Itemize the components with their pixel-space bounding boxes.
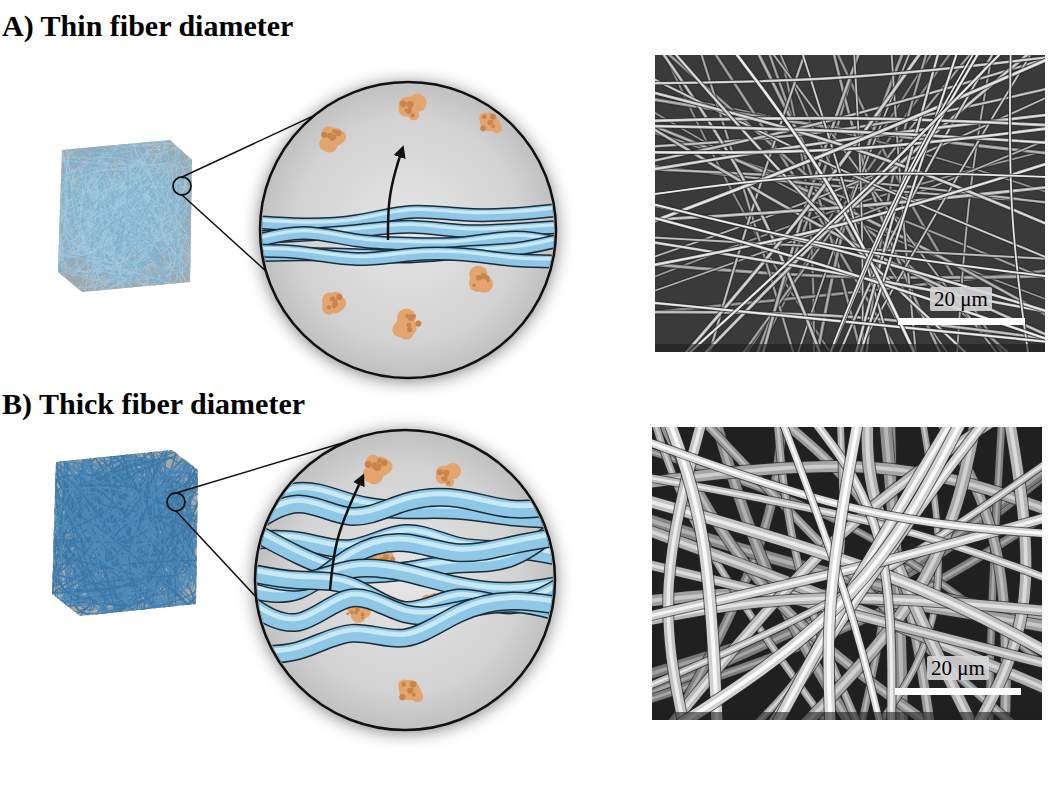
protein — [399, 94, 427, 121]
fiber-scaffold — [30, 429, 219, 637]
panel-heading: A) Thin fiber diameter — [2, 8, 293, 44]
scale-label: 20 μm — [927, 656, 989, 680]
fiber-scaffold — [35, 118, 213, 313]
magnified-inset — [245, 430, 565, 730]
protein — [319, 126, 346, 152]
sem-micrograph — [645, 45, 1050, 362]
protein — [322, 292, 346, 315]
protein — [436, 463, 461, 487]
scale-bar — [898, 318, 1025, 325]
panel-heading: B) Thick fiber diameter — [2, 386, 305, 422]
release-arrow — [330, 478, 362, 590]
protein — [363, 455, 393, 484]
protein — [398, 679, 423, 702]
release-arrow — [388, 150, 402, 240]
scale-bar — [895, 688, 1021, 695]
protein — [479, 113, 502, 134]
sem-micrograph — [642, 417, 1050, 730]
protein — [469, 266, 493, 293]
protein — [392, 308, 421, 339]
scale-label: 20 μm — [930, 287, 992, 311]
magnified-inset — [250, 82, 570, 378]
